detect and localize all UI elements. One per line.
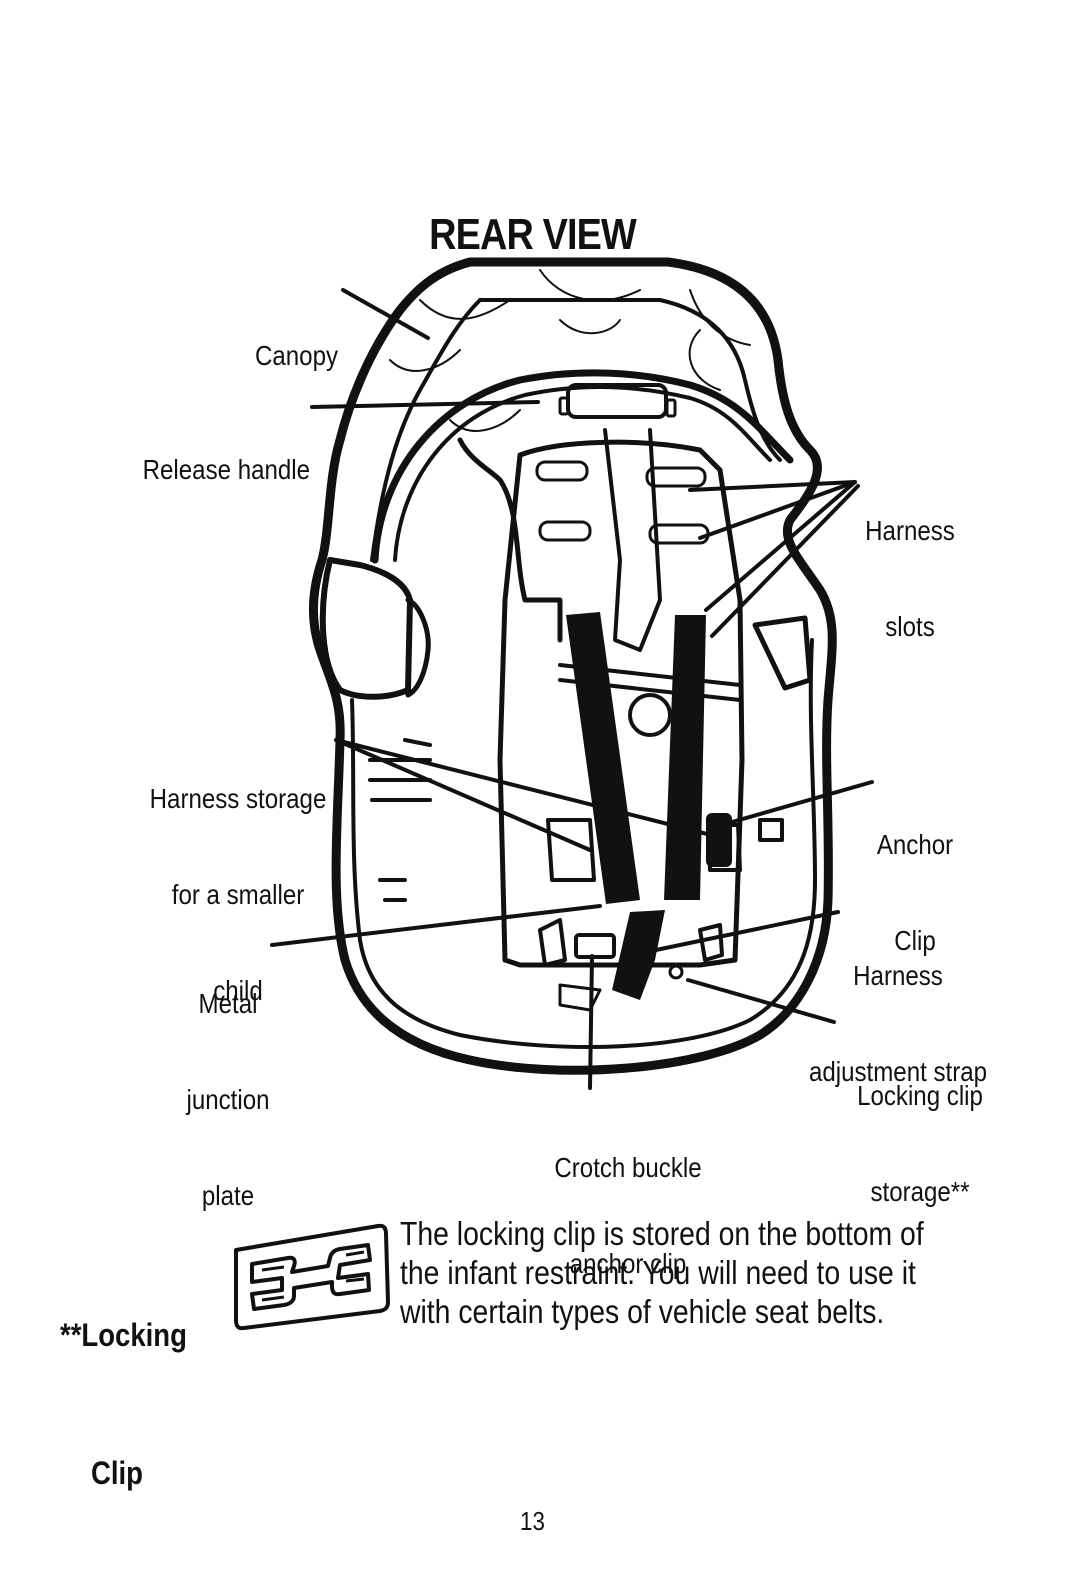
leader-canopy	[341, 288, 430, 340]
harness-slot	[645, 466, 707, 488]
figure-title: REAR VIEW	[429, 210, 637, 259]
crotch-strap	[612, 910, 665, 1000]
leader-harness-storage	[334, 738, 592, 852]
label-metal-junction-plate: Metal junction plate	[186, 988, 270, 1211]
locking-clip-heading: **Locking Clip	[60, 1317, 187, 1491]
leader-locking-clip-storage	[686, 978, 836, 1024]
leader-harness-adjustment-strap	[654, 910, 840, 952]
leader-metal-junction-plate	[270, 904, 602, 947]
locking-clip-description: The locking clip is stored on the bottom…	[400, 1215, 924, 1330]
label-harness-storage: Harness storage for a smaller child	[149, 783, 327, 1006]
label-harness-adjustment-strap: Harness adjustment strap	[808, 960, 988, 1087]
label-release-handle: Release handle	[142, 454, 310, 485]
side-hub	[319, 557, 413, 700]
label-canopy: Canopy	[254, 340, 338, 371]
label-crotch-buckle-anchor-clip: Crotch buckle anchor clip	[554, 1152, 702, 1279]
seat-outer-shell	[309, 257, 837, 1075]
leader-harness-slots	[688, 480, 857, 492]
page-number: 13	[520, 1506, 545, 1536]
crotch-buckle	[574, 933, 616, 959]
harness-slot	[648, 523, 710, 545]
harness-strap-left	[566, 612, 640, 904]
seat-back-panel	[497, 439, 745, 968]
label-anchor-clip: Anchor Clip	[876, 829, 954, 956]
harness-slot	[538, 520, 592, 542]
canopy-folds	[389, 269, 751, 432]
label-harness-slots: Harness slots	[865, 515, 955, 642]
harness-slot	[535, 460, 589, 482]
label-locking-clip-storage: Locking clip storage**	[857, 1080, 983, 1207]
anchor-clip-block	[706, 813, 732, 867]
harness-strap-right	[664, 615, 706, 900]
leader-release-handle	[310, 400, 540, 409]
handle-arc	[371, 369, 794, 564]
leader-anchor-clip	[730, 780, 874, 824]
leader-crotch-buckle-anchor-clip	[588, 954, 594, 1090]
locking-clip-icon	[234, 1223, 390, 1331]
